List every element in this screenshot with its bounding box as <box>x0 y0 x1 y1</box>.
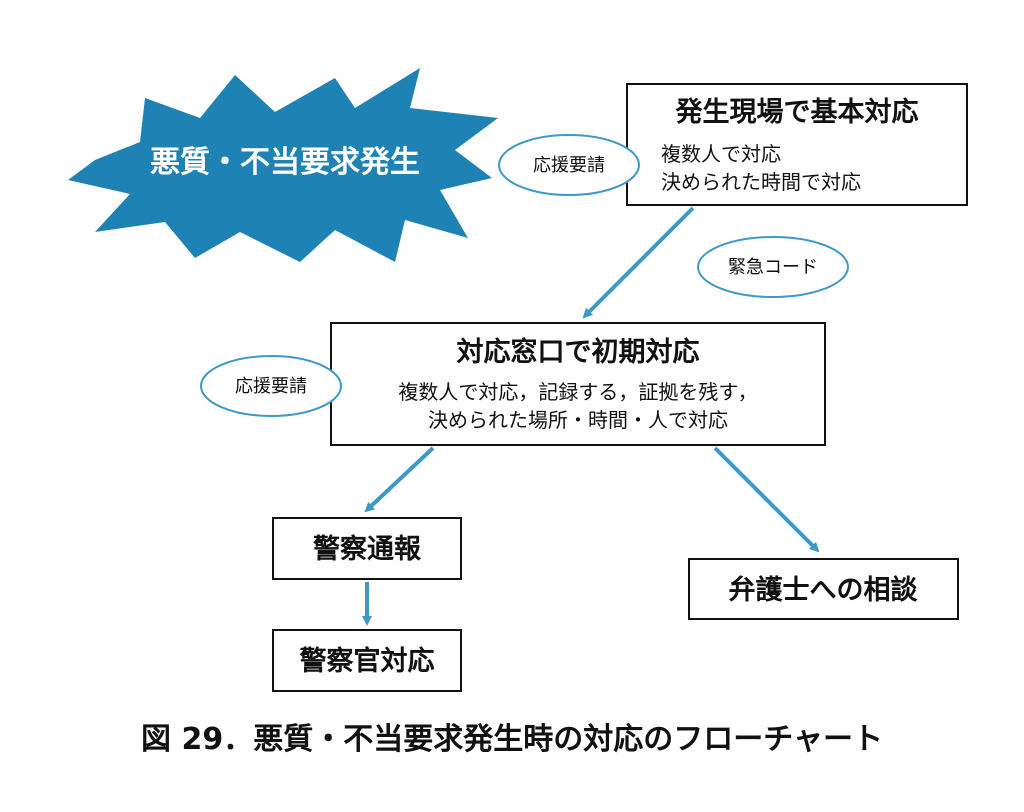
onsite-line-1: 複数人で対応 <box>661 142 781 166</box>
counter-title: 対応窓口で初期対応 <box>457 336 700 368</box>
arrow-counter-to-police-report <box>364 446 435 513</box>
lawyer-box: 弁護士への相談 <box>688 558 959 620</box>
arrow-counter-to-lawyer <box>713 446 820 553</box>
arrow-onsite-to-counter <box>582 206 695 319</box>
police-report-box: 警察通報 <box>272 517 462 580</box>
figure-caption: 図 29．悪質・不当要求発生時の対応のフローチャート <box>141 722 883 757</box>
support-request-oval-top: 応援要請 <box>498 134 640 196</box>
support-request-top-label: 応援要請 <box>533 155 605 176</box>
police-officer-title: 警察官対応 <box>300 645 435 677</box>
support-request-oval-left: 応援要請 <box>200 355 342 417</box>
support-request-left-label: 応援要請 <box>235 376 307 397</box>
police-officer-box: 警察官対応 <box>272 629 462 692</box>
onsite-response-box: 発生現場で基本対応 複数人で対応 決められた時間で対応 <box>626 83 968 206</box>
burst-shape <box>68 68 498 262</box>
onsite-line-2: 決められた時間で対応 <box>661 170 861 194</box>
counter-response-box: 対応窓口で初期対応 複数人で対応，記録する，証拠を残す， 決められた場所・時間・… <box>330 322 826 446</box>
counter-line-1: 複数人で対応，記録する，証拠を残す， <box>398 380 757 404</box>
burst-label: 悪質・不当要求発生 <box>150 145 420 180</box>
emergency-code-oval: 緊急コード <box>697 236 849 298</box>
police-report-title: 警察通報 <box>313 533 422 565</box>
emergency-code-label: 緊急コード <box>728 257 818 278</box>
lawyer-title: 弁護士への相談 <box>729 574 919 606</box>
onsite-title: 発生現場で基本対応 <box>675 96 919 128</box>
incident-burst: 悪質・不当要求発生 <box>68 68 498 262</box>
counter-line-2: 決められた場所・時間・人で対応 <box>428 408 728 432</box>
